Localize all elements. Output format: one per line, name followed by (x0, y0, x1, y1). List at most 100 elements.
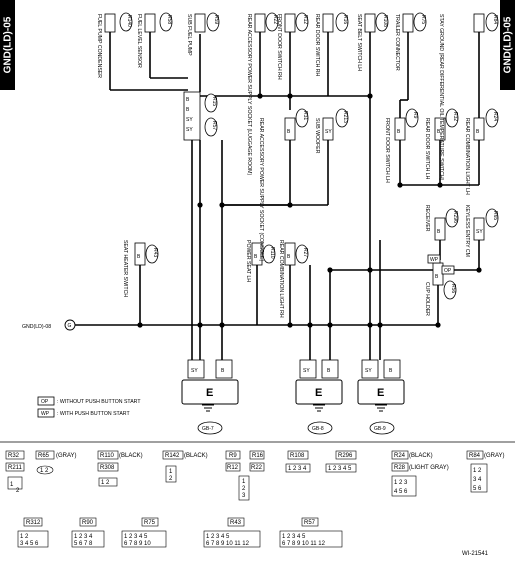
svg-text:(GRAY): (GRAY) (484, 453, 505, 459)
section-tab-right: GND(LD)-05 (500, 0, 515, 90)
svg-text:R142: R142 (165, 453, 180, 459)
ref-r84: R84 (492, 15, 498, 24)
svg-text:R9: R9 (229, 453, 237, 459)
svg-text:E: E (377, 387, 384, 399)
label-keyless-entry-cm: KEYLESS ENTRY CM (464, 205, 470, 257)
svg-text:B: B (397, 129, 401, 135)
svg-text:1 2: 1 2 (101, 480, 110, 486)
top-refs: R140 R58 R59 R22 R12 R16 R108 R75 R84 R1… (126, 15, 498, 130)
svg-text:GB-9: GB-9 (374, 426, 386, 432)
svg-text:R108: R108 (290, 453, 305, 459)
ref-r15: R15 (211, 97, 217, 106)
mid-refs: R31 R213 R9 R32 R24 R296 R65 R43 R110 R2… (152, 111, 498, 293)
svg-text:1 2: 1 2 (40, 468, 49, 474)
mid-component-labels: REAR ACCESSORY POWER SUPPLY SOCKET (CONS… (122, 118, 470, 318)
label-trailer-connector: TRAILER CONNECTOR (394, 14, 400, 71)
svg-text:R24: R24 (394, 453, 406, 459)
label-rear-combination-light-lh: REAR COMBINATION LIGHT LH (464, 118, 470, 195)
svg-text:R43: R43 (230, 520, 242, 526)
label-sub-woofer: SUB WOOFER (314, 118, 320, 154)
svg-text:B: B (254, 254, 258, 260)
svg-text:SY: SY (186, 127, 193, 133)
ref-r43: R43 (152, 248, 158, 257)
svg-text:1: 1 (169, 469, 173, 475)
svg-text:2: 2 (16, 488, 20, 494)
svg-text:B: B (327, 368, 331, 374)
svg-text:(BLACK): (BLACK) (119, 453, 143, 459)
svg-text:1: 1 (10, 482, 14, 488)
option-markers: WP OP (427, 254, 455, 275)
svg-text:1 2 3 4: 1 2 3 4 (288, 466, 307, 472)
svg-text:R84: R84 (469, 453, 481, 459)
ref-r213: R213 (342, 111, 348, 123)
svg-text:SY: SY (365, 368, 372, 374)
wire-color-labels: B B SY SY B SY B B B B SY B B B B (137, 97, 483, 280)
label-seat-heater-switch: SEAT HEATER SWITCH (122, 240, 128, 297)
svg-text:R75: R75 (144, 520, 156, 526)
label-front-door-switch-rh: FRONT DOOR SWITCH RH (276, 14, 282, 80)
svg-text:6 7 8 9 10 11 12: 6 7 8 9 10 11 12 (206, 541, 250, 547)
ground-gb8: SY B E GB-8 (295, 359, 343, 435)
svg-text:WP: WP (41, 411, 50, 417)
svg-text:B: B (437, 229, 441, 235)
ref-r27: R27 (302, 248, 308, 257)
svg-text:B: B (186, 107, 190, 113)
svg-text:R90: R90 (82, 520, 94, 526)
ref-r108: R108 (382, 15, 388, 27)
ref-r12: R12 (302, 15, 308, 24)
label-fuel-level-sensor: FUEL LEVEL SENSOR (136, 14, 142, 68)
svg-text:R296: R296 (338, 453, 353, 459)
svg-text:SY: SY (191, 368, 198, 374)
svg-text:6 7 8 9 10: 6 7 8 9 10 (124, 541, 151, 547)
svg-text:5 6 7 8: 5 6 7 8 (74, 541, 93, 547)
svg-text:R312: R312 (26, 520, 41, 526)
ref-r22: R22 (272, 15, 278, 24)
label-rear-accessory-console: REAR ACCESSORY POWER SUPPLY SOCKET (CONS… (258, 118, 264, 262)
ref-r110: R110 (269, 247, 275, 259)
svg-text:1: 1 (242, 479, 246, 485)
svg-text:R16: R16 (252, 453, 264, 459)
svg-text:3: 3 (242, 493, 246, 499)
label-rear-door-switch-rh: REAR DOOR SWITCH RH (314, 14, 320, 77)
label-stay-ground: STAY GROUND (REAR DIFFERENTIAL OIL TEMPE… (438, 14, 444, 181)
svg-text:: WITHOUT PUSH BUTTON START: : WITHOUT PUSH BUTTON START (57, 399, 141, 405)
svg-text:B: B (287, 254, 291, 260)
svg-text:GB-7: GB-7 (202, 426, 214, 432)
svg-text:5 6: 5 6 (473, 486, 482, 492)
ref-r16: R16 (342, 15, 348, 24)
svg-text:R32: R32 (8, 453, 20, 459)
top-connectors (104, 13, 485, 286)
wires (70, 32, 480, 360)
svg-text:R28: R28 (394, 465, 406, 471)
svg-text:1 2 3: 1 2 3 (394, 480, 408, 486)
label-sub-fuel-pump: SUB FUEL PUMP (186, 14, 192, 56)
left-input: GND(LD)-08 G (22, 319, 76, 331)
svg-text:R211: R211 (8, 465, 23, 471)
svg-text:4 5 6: 4 5 6 (394, 489, 408, 495)
ref-r59: R59 (213, 15, 219, 24)
label-rear-accessory-luggage: REAR ACCESSORY POWER SUPPLY SOCKET (LUGG… (246, 14, 252, 176)
ref-ovals (119, 12, 499, 300)
svg-text:B: B (437, 129, 441, 135)
svg-text:R22: R22 (251, 465, 263, 471)
svg-text:1 2: 1 2 (473, 468, 482, 474)
label-seat-belt-switch-lh: SEAT BELT SWITCH LH (356, 14, 362, 71)
ground-gb9: SY B E GB-9 (357, 359, 405, 435)
ref-r31: R31 (302, 111, 308, 120)
svg-text:2: 2 (169, 476, 173, 482)
svg-text:1 2 3 4 5: 1 2 3 4 5 (282, 534, 306, 540)
svg-text:(BLACK): (BLACK) (409, 453, 433, 459)
svg-text:SY: SY (476, 229, 483, 235)
label-receiver: RECEIVER (424, 205, 430, 232)
svg-text:1 2 3 4: 1 2 3 4 (74, 534, 93, 540)
label-rear-combination-light-rh: REAR COMBINATION LIGHT RH (278, 240, 284, 318)
ref-r75: R75 (420, 15, 426, 24)
figure-id: WI-21541 (462, 551, 489, 557)
svg-text:(GRAY): (GRAY) (56, 453, 77, 459)
svg-text:6 7 8 9 10 11 12: 6 7 8 9 10 11 12 (282, 541, 326, 547)
svg-text:B: B (476, 129, 480, 135)
svg-text:R65: R65 (38, 453, 50, 459)
section-tab-left: GND(LD)-05 (0, 0, 15, 90)
svg-text:1 2 3 4 5: 1 2 3 4 5 (124, 534, 148, 540)
